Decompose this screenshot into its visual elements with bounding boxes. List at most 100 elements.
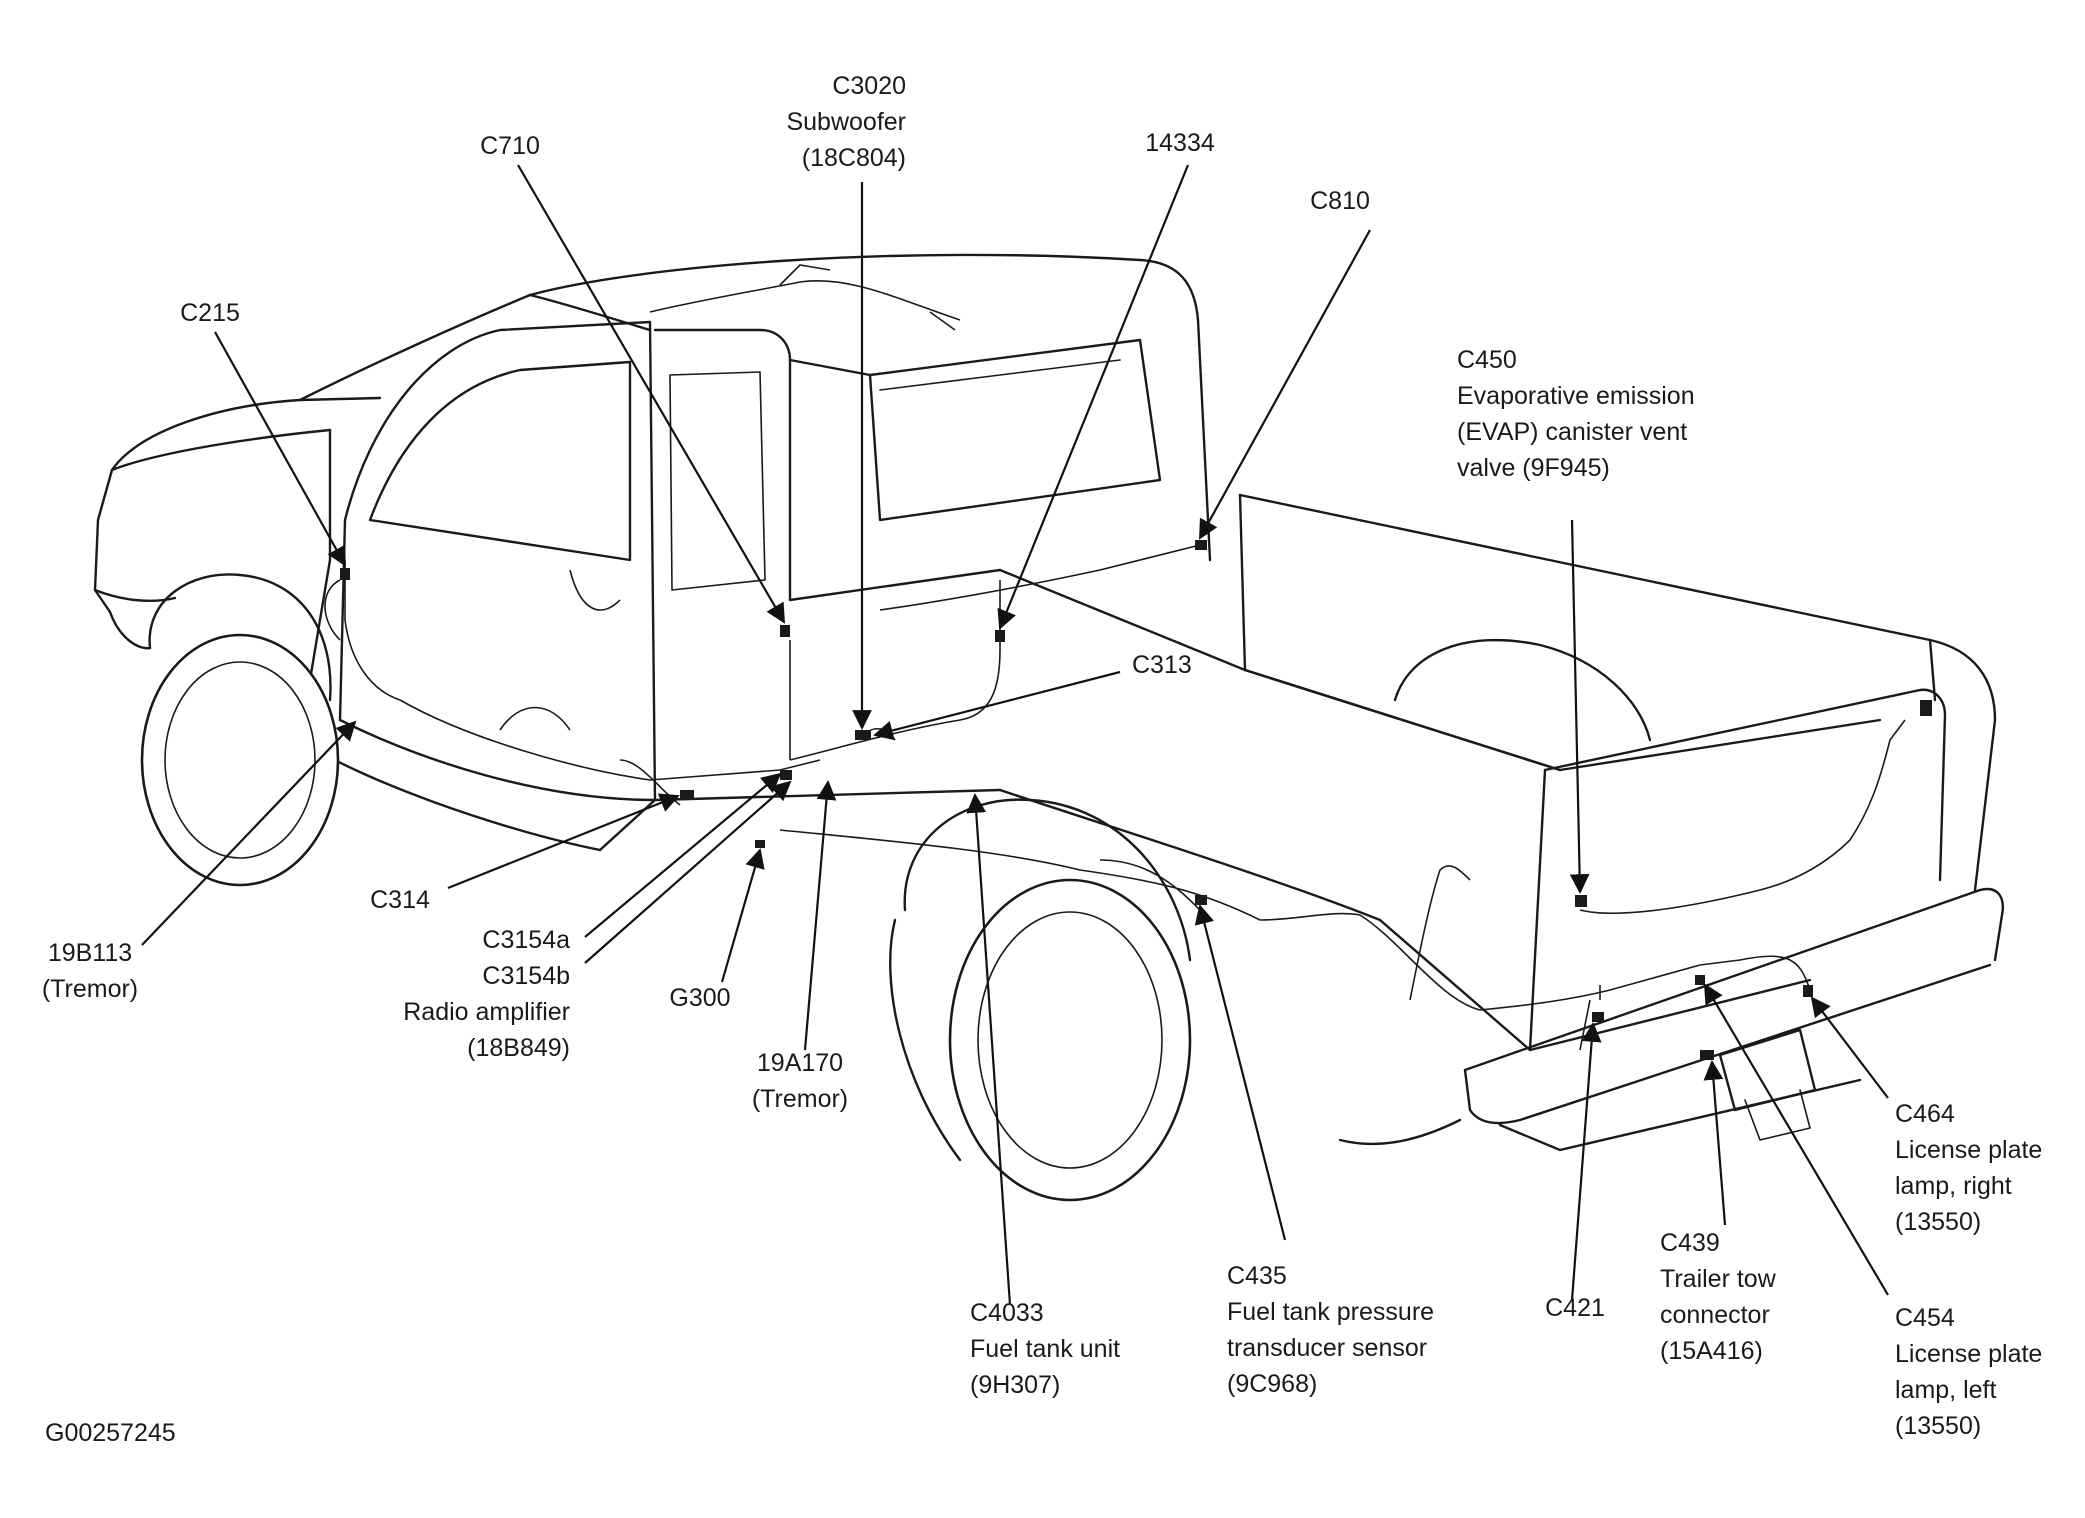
- leader-c710: [517, 164, 785, 624]
- callout-c4033-line: Fuel tank unit: [970, 1335, 1121, 1363]
- figure-id-text: G00257245: [45, 1419, 176, 1447]
- connector-c439: [1700, 1050, 1714, 1060]
- leader-c19a170: [803, 780, 837, 1051]
- connector-c450: [1575, 895, 1587, 907]
- callout-c3020-line: (18C804): [801, 144, 906, 172]
- leader-c435: [1194, 904, 1287, 1241]
- leader-c19b113: [141, 720, 357, 946]
- connector-bed-lamp: [1920, 700, 1932, 716]
- callout-c435-line: (9C968): [1227, 1370, 1318, 1398]
- callout-c313-line: C313: [1132, 651, 1192, 679]
- leader-c450: [1569, 519, 1590, 894]
- truck-body: [93, 253, 2004, 1202]
- callout-c314-line: C314: [370, 886, 430, 914]
- leader-g300: [720, 848, 765, 983]
- callout-c454-line: lamp, left: [1895, 1376, 1997, 1404]
- callout-c450-line: valve (9F945): [1457, 454, 1610, 482]
- callout-c454-line: (13550): [1895, 1412, 1982, 1440]
- connector-c454: [1695, 975, 1705, 985]
- callout-c4033-line: (9H307): [970, 1371, 1061, 1399]
- callout-c4033: C4033 Fuel tank unit (9H307): [970, 1295, 1190, 1403]
- callout-c435-line: Fuel tank pressure: [1227, 1298, 1435, 1326]
- callout-c421-line: C421: [1545, 1294, 1605, 1322]
- connector-c421: [1592, 1012, 1604, 1022]
- callout-c439-line: Trailer tow: [1660, 1265, 1776, 1293]
- callout-c439-line: (15A416): [1660, 1337, 1763, 1365]
- figure-id: G00257245: [45, 1415, 245, 1451]
- leader-c810: [1199, 229, 1371, 540]
- connector-c435: [1195, 895, 1207, 905]
- callout-c435-line: transducer sensor: [1227, 1334, 1428, 1362]
- leader-c314: [447, 793, 680, 890]
- leader-c464: [1810, 996, 1889, 1099]
- callout-c810-line: C810: [1310, 187, 1370, 215]
- callout-c454-line: License plate: [1895, 1340, 2043, 1368]
- callout-c464-line: (13550): [1895, 1208, 1982, 1236]
- callout-c710: C710: [440, 128, 580, 164]
- callout-14334: 14334: [1110, 125, 1250, 161]
- callout-c439: C439 Trailer tow connector (15A416): [1660, 1225, 1850, 1369]
- callout-c3020-line: C3020: [832, 72, 906, 100]
- callout-c439-line: C439: [1660, 1229, 1720, 1257]
- callout-c421: C421: [1505, 1290, 1645, 1326]
- callout-c450-line: C450: [1457, 346, 1517, 374]
- leader-lines: [141, 164, 1889, 1306]
- callout-c19a170-line: (Tremor): [751, 1085, 849, 1113]
- callout-c314: C314: [330, 882, 470, 918]
- leader-c4033: [966, 793, 1012, 1306]
- callout-c464-line: C464: [1895, 1100, 1955, 1128]
- connector-c464: [1803, 985, 1813, 997]
- callout-c454-line: C454: [1895, 1304, 1955, 1332]
- callout-c19b113-line: (Tremor): [41, 975, 139, 1003]
- connector-c3154: [780, 770, 792, 780]
- connector-c710: [780, 625, 790, 637]
- callout-c4033-line: C4033: [970, 1299, 1044, 1327]
- callout-c464: C464 License plate lamp, right (13550): [1895, 1096, 2075, 1240]
- callout-c464-line: lamp, right: [1895, 1172, 2012, 1200]
- connector-c314: [680, 790, 694, 800]
- leader-c454: [1703, 983, 1889, 1296]
- callout-c454: C454 License plate lamp, left (13550): [1895, 1300, 2075, 1444]
- callout-c3154-line: (18B849): [467, 1034, 570, 1062]
- callout-c435: C435 Fuel tank pressure transducer senso…: [1227, 1258, 1487, 1402]
- callout-c215: C215: [140, 295, 280, 331]
- callout-c19a170: 19A170 (Tremor): [725, 1045, 875, 1117]
- connector-c810: [1195, 540, 1207, 550]
- callout-14334-line: 14334: [1145, 129, 1215, 157]
- leader-c439: [1703, 1060, 1727, 1226]
- connector-14334: [995, 630, 1005, 642]
- connector-c215: [340, 568, 350, 580]
- callout-c439-line: connector: [1660, 1301, 1770, 1329]
- callout-c19b113-line: 19B113: [47, 939, 133, 967]
- callout-c450: C450 Evaporative emission (EVAP) caniste…: [1457, 342, 1757, 486]
- leader-c215: [214, 331, 346, 567]
- connector-g300: [755, 840, 765, 848]
- callout-c450-line: (EVAP) canister vent: [1457, 418, 1688, 446]
- callout-g300-line: G300: [669, 984, 731, 1012]
- wiring-harness: [324, 264, 1906, 1051]
- connectors: [340, 540, 1932, 1060]
- callout-c3020: C3020 Subwoofer (18C804): [720, 68, 906, 176]
- leader-c3154a: [584, 772, 782, 938]
- callout-c19b113: 19B113 (Tremor): [20, 935, 160, 1007]
- callout-c3154-line: C3154b: [482, 962, 570, 990]
- callout-c464-line: License plate: [1895, 1136, 2043, 1164]
- callout-c710-line: C710: [480, 132, 540, 160]
- callout-c435-line: C435: [1227, 1262, 1287, 1290]
- callout-g300: G300: [630, 980, 770, 1016]
- callout-c3154: C3154a C3154b Radio amplifier (18B849): [360, 922, 570, 1066]
- callout-c450-line: Evaporative emission: [1457, 382, 1695, 410]
- leader-c3154b: [584, 780, 792, 964]
- callout-c810: C810: [1270, 183, 1410, 219]
- leader-c313: [873, 670, 1121, 741]
- callout-c19a170-line: 19A170: [756, 1049, 844, 1077]
- callout-c313: C313: [1132, 647, 1242, 683]
- callout-c3154-line: Radio amplifier: [403, 998, 570, 1026]
- callout-c3020-line: Subwoofer: [786, 108, 906, 136]
- callout-c215-line: C215: [180, 299, 240, 327]
- leader-14334: [997, 164, 1190, 630]
- connector-c3020: [855, 730, 871, 740]
- leader-c421: [1570, 1022, 1602, 1301]
